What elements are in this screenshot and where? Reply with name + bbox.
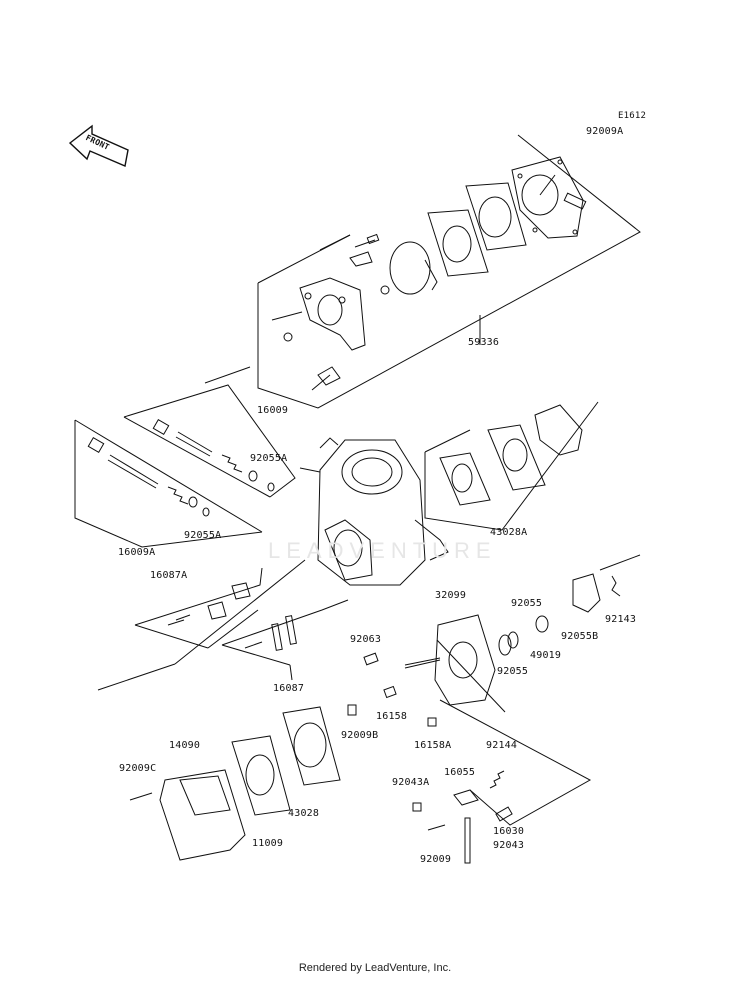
mixture-screw-group-outline [74,419,263,548]
label-92009A: 92009A [586,126,624,137]
lower-gasket-part [231,735,291,816]
lever-part [244,615,297,651]
label-16158A: 16158A [414,740,452,751]
label-92055B: 92055B [561,631,599,642]
label-43028A: 43028A [490,527,528,538]
lever-group-outline [221,599,349,681]
o-ring-part-2 [498,634,512,656]
lower-diaphragm-part [282,706,341,786]
label-14090: 14090 [169,740,201,751]
label-16009: 16009 [257,405,289,416]
label-92063: 92063 [350,634,382,645]
label-92055A-bottom: 92055A [184,530,222,541]
label-32099: 32099 [435,590,467,601]
bracket-group-outline [134,567,263,649]
fuel-pump-group-outline [257,134,641,409]
bracket-part-a [167,582,251,626]
pump-cover-part [511,156,587,239]
label-16158: 16158 [376,711,408,722]
label-92043: 92043 [493,840,525,851]
mixture-screw-part [87,436,210,517]
label-16087: 16087 [273,683,305,694]
carburetor-body-part [299,437,449,586]
label-16030: 16030 [493,826,525,837]
label-11009: 11009 [252,838,284,849]
o-ring-part [507,631,519,649]
label-92043A: 92043A [392,777,430,788]
pump-gasket-2 [427,209,489,277]
cover-plate-part [404,614,506,713]
pump-gasket-1 [465,182,527,251]
pilot-screw-part [152,418,275,492]
label-92143: 92143 [605,614,637,625]
label-92009: 92009 [420,854,452,865]
label-92009B: 92009B [341,730,379,741]
label-92009C: 92009C [119,763,157,774]
label-92144: 92144 [486,740,518,751]
pilot-screw-group-outline [123,366,296,498]
label-16009A: 16009A [118,547,156,558]
diaphragm-kit-part [439,404,583,506]
label-92055-a: 92055 [511,598,543,609]
label-43028: 43028 [288,808,320,819]
label-49019: 49019 [530,650,562,661]
lower-cover-part [159,769,246,861]
label-92055-b: 92055 [497,666,529,677]
filter-cap-part [572,573,601,613]
footer-credit: Rendered by LeadVenture, Inc. [298,962,452,974]
pump-diaphragm [389,241,438,295]
label-59336: 59336 [468,337,500,348]
diagram-code: E1612 [618,111,647,121]
front-arrow-icon [68,124,129,167]
watermark-text: LEADVENTURE [268,538,497,563]
needle-valve-group-outline [404,659,592,826]
plug-part [535,615,549,633]
label-16055: 16055 [444,767,476,778]
label-92055A-top: 92055A [250,453,288,464]
diaphragm-kit-group-outline [424,401,599,531]
pump-body-part [271,233,390,391]
label-16087A: 16087A [150,570,188,581]
